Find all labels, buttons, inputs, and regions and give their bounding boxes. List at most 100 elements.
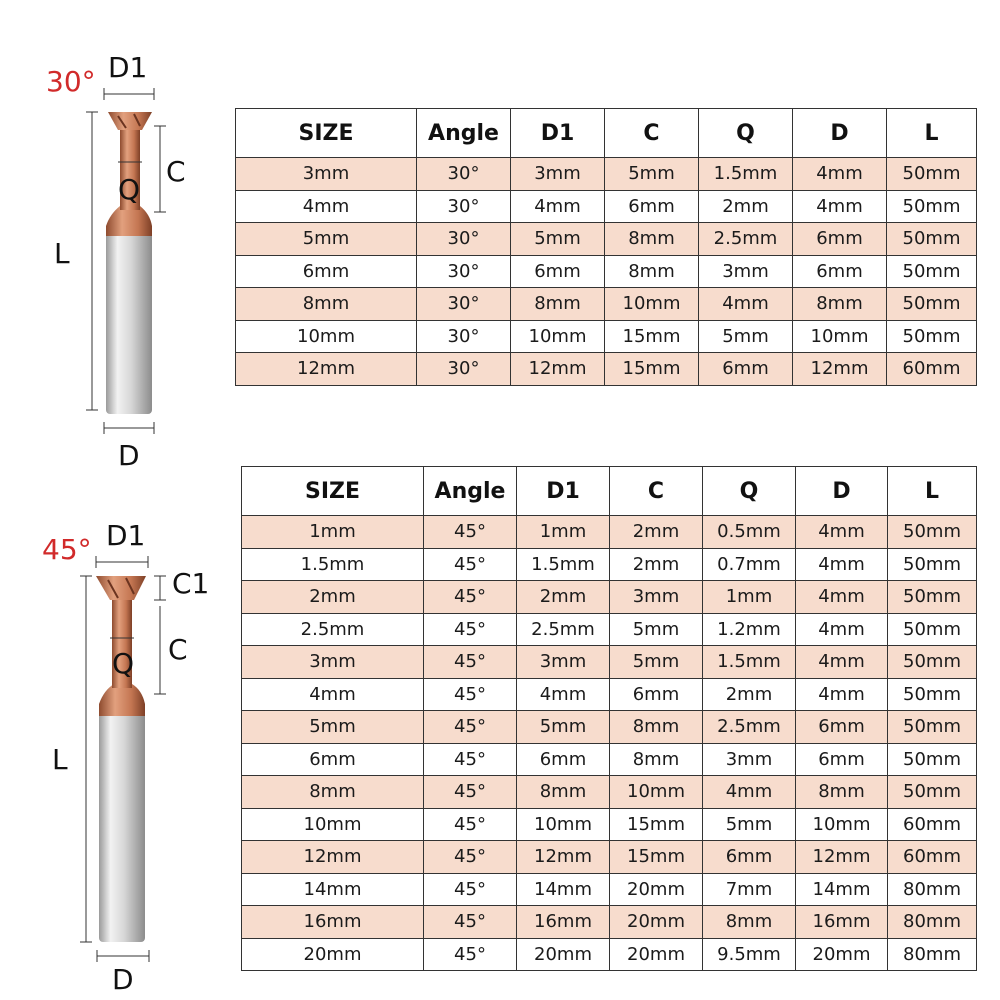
cell-d1: 14mm	[516, 872, 610, 906]
cell-size: 12mm	[235, 352, 417, 386]
dim-d-label: D	[112, 963, 134, 996]
cell-angle: 45°	[423, 775, 517, 809]
cell-l: 50mm	[887, 547, 977, 581]
cell-d1: 12mm	[516, 840, 610, 874]
cell-angle: 45°	[423, 872, 517, 906]
cell-l: 50mm	[886, 254, 977, 288]
cell-size: 5mm	[241, 710, 424, 744]
cell-size: 3mm	[241, 645, 424, 679]
cell-angle: 30°	[416, 157, 511, 191]
cell-q: 1mm	[702, 580, 796, 614]
cell-c: 10mm	[604, 287, 699, 321]
dim-l-label: L	[52, 743, 68, 776]
cell-d1: 4mm	[510, 189, 605, 223]
cell-angle: 30°	[416, 287, 511, 321]
cell-l: 50mm	[886, 222, 977, 256]
cell-q: 7mm	[702, 872, 796, 906]
cell-d: 6mm	[795, 710, 888, 744]
cell-d1: 6mm	[510, 254, 605, 288]
angle-label-45: 45°	[42, 533, 92, 566]
dim-d1-label: D1	[108, 51, 148, 84]
cell-size: 6mm	[235, 254, 417, 288]
cell-angle: 30°	[416, 352, 511, 386]
cell-size: 6mm	[241, 742, 424, 776]
tool-diagram-45: 45° D1 C1 C Q L D	[0, 480, 230, 1000]
cell-q: 2.5mm	[698, 222, 793, 256]
cell-c: 20mm	[609, 905, 703, 939]
cell-d1: 2.5mm	[516, 612, 610, 646]
cell-c: 8mm	[604, 254, 699, 288]
cell-l: 50mm	[887, 677, 977, 711]
cell-angle: 45°	[423, 937, 517, 971]
cell-angle: 45°	[423, 742, 517, 776]
cell-size: 16mm	[241, 905, 424, 939]
cell-c: 8mm	[609, 742, 703, 776]
cell-c: 5mm	[604, 157, 699, 191]
cell-angle: 45°	[423, 905, 517, 939]
tool-diagram-30: 30° D1 C Q L D	[0, 0, 230, 470]
cell-d: 12mm	[792, 352, 887, 386]
cell-c: 2mm	[609, 547, 703, 581]
cell-l: 50mm	[887, 710, 977, 744]
dim-q-label: Q	[118, 173, 141, 206]
cell-l: 80mm	[887, 937, 977, 971]
cell-d: 4mm	[795, 547, 888, 581]
cell-angle: 30°	[416, 222, 511, 256]
cell-l: 50mm	[887, 612, 977, 646]
header-c: C	[609, 466, 703, 516]
cell-size: 12mm	[241, 840, 424, 874]
cell-c: 3mm	[609, 580, 703, 614]
cell-d1: 1.5mm	[516, 547, 610, 581]
cell-d1: 5mm	[510, 222, 605, 256]
cell-q: 0.5mm	[702, 515, 796, 549]
cell-c: 6mm	[609, 677, 703, 711]
header-angle: Angle	[416, 108, 511, 158]
cell-d: 4mm	[795, 677, 888, 711]
cell-size: 1mm	[241, 515, 424, 549]
cell-d: 10mm	[792, 319, 887, 353]
cell-angle: 30°	[416, 189, 511, 223]
cell-d1: 5mm	[516, 710, 610, 744]
cell-c: 15mm	[604, 352, 699, 386]
cell-angle: 45°	[423, 515, 517, 549]
cell-d: 6mm	[795, 742, 888, 776]
cell-c: 2mm	[609, 515, 703, 549]
cell-c: 15mm	[609, 807, 703, 841]
cell-size: 1.5mm	[241, 547, 424, 581]
cell-size: 4mm	[241, 677, 424, 711]
cell-l: 50mm	[887, 645, 977, 679]
cell-q: 9.5mm	[702, 937, 796, 971]
dim-q-label: Q	[112, 647, 135, 680]
cell-q: 1.2mm	[702, 612, 796, 646]
header-d: D	[795, 466, 888, 516]
cell-c: 8mm	[609, 710, 703, 744]
cell-l: 80mm	[887, 905, 977, 939]
cell-q: 3mm	[698, 254, 793, 288]
cell-l: 50mm	[886, 157, 977, 191]
cell-q: 5mm	[698, 319, 793, 353]
header-l: L	[886, 108, 977, 158]
cell-l: 50mm	[887, 580, 977, 614]
cell-l: 50mm	[886, 319, 977, 353]
cell-d: 12mm	[795, 840, 888, 874]
cell-l: 60mm	[887, 840, 977, 874]
cell-d1: 3mm	[516, 645, 610, 679]
cell-l: 50mm	[887, 515, 977, 549]
dim-c1-label: C1	[172, 567, 210, 600]
cell-d: 14mm	[795, 872, 888, 906]
cell-angle: 45°	[423, 840, 517, 874]
cell-size: 10mm	[241, 807, 424, 841]
header-d1: D1	[510, 108, 605, 158]
end-mill-45-drawing	[80, 556, 166, 962]
cell-q: 4mm	[698, 287, 793, 321]
